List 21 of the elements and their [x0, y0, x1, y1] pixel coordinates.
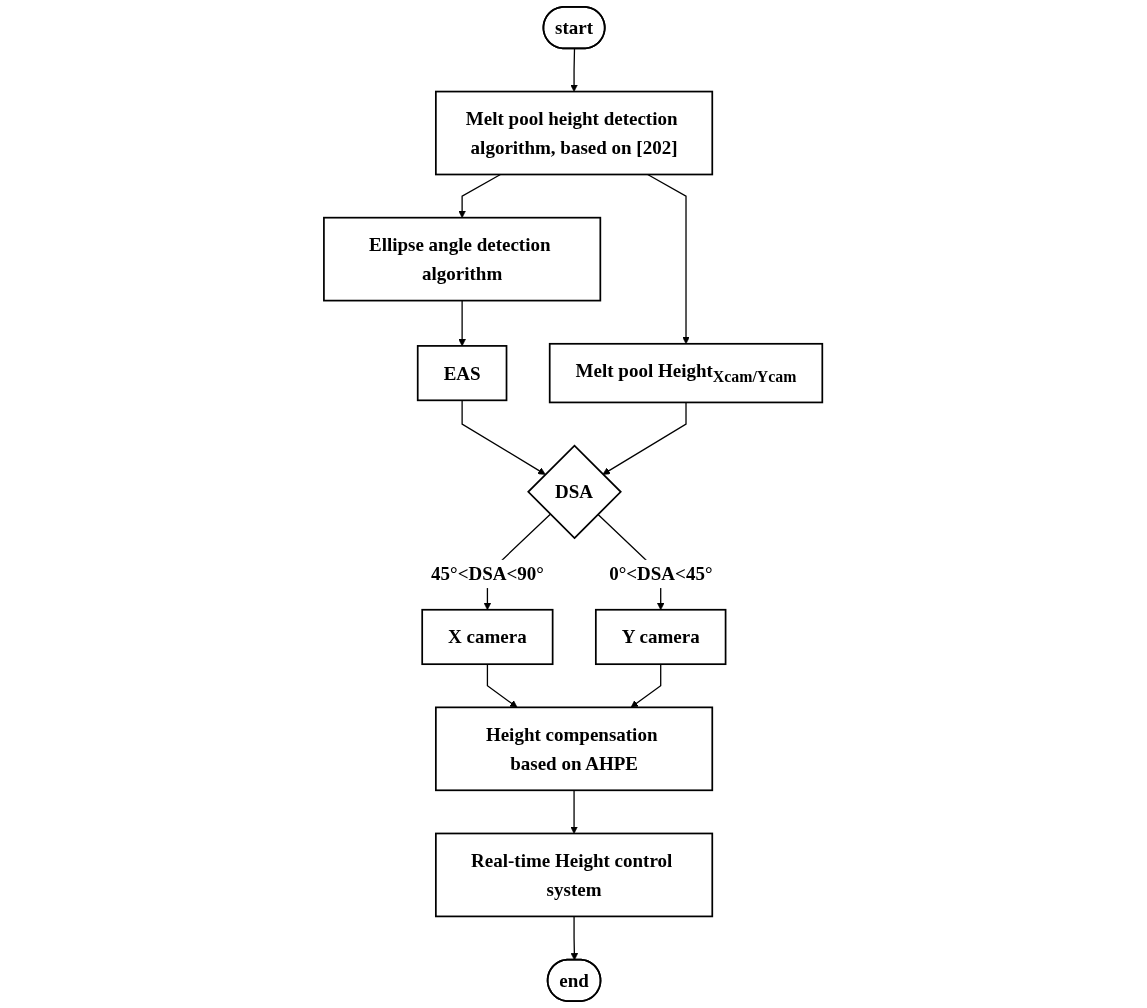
arrow — [631, 663, 662, 708]
arrow — [487, 663, 518, 708]
arrow — [461, 399, 546, 475]
arrow — [570, 915, 579, 961]
node-diamond: DSA — [527, 444, 623, 540]
node-box: X camera — [421, 608, 554, 666]
arrow — [570, 48, 579, 92]
node-box: Ellipse angle detection algorithm — [323, 216, 602, 302]
node-box: Melt pool Height$_{Xcam/Ycam}$ — [549, 342, 824, 404]
node-box: Y camera — [595, 608, 727, 666]
arrow — [458, 299, 467, 347]
arrow — [570, 789, 579, 834]
edge-label: 45°<DSA<90° — [431, 563, 545, 585]
node-box: EAS — [417, 345, 508, 402]
node-box: Real-time Height control system — [435, 832, 714, 918]
arrow — [647, 173, 691, 345]
arrow — [602, 401, 688, 475]
node-box: Melt pool height detection algorithm, based on [202] — [435, 90, 714, 176]
edge-label: 0°<DSA<45° — [609, 563, 713, 585]
node-box: Height compensation based on AHPE — [435, 706, 714, 792]
arrow — [458, 173, 502, 219]
